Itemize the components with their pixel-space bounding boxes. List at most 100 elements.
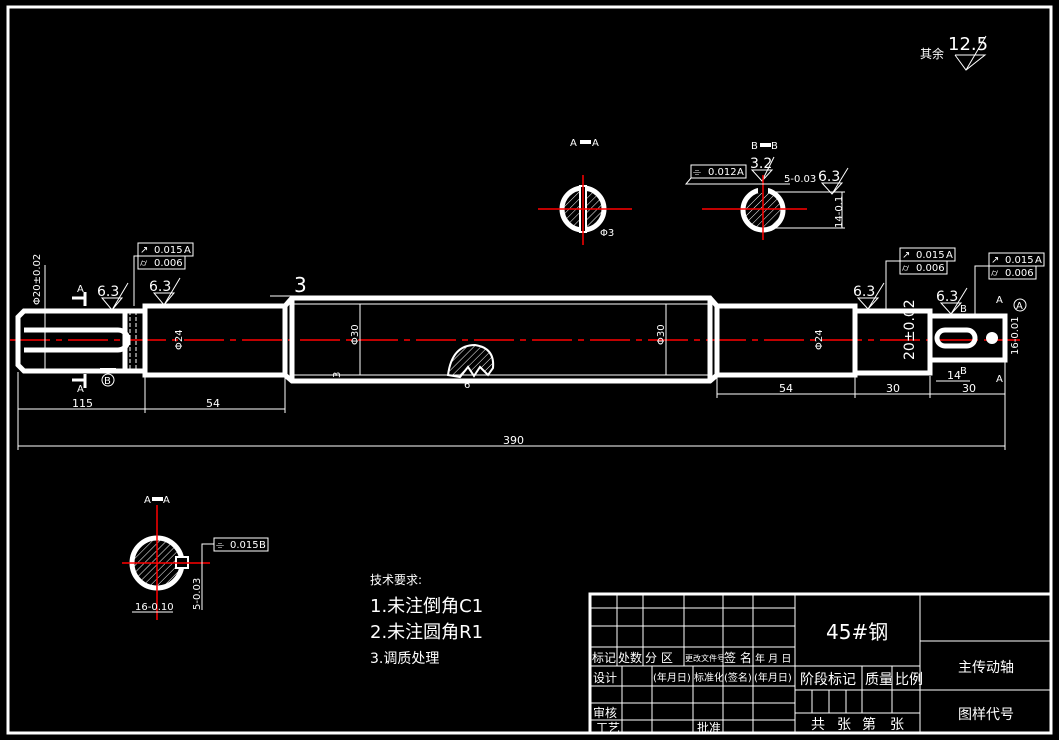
shaft-main-view — [15, 295, 1008, 384]
drawing-label: 30 — [962, 382, 976, 395]
chamfer-label: 3 — [294, 273, 307, 297]
tech-req-item: 1.未注倒角C1 — [370, 596, 483, 617]
tb-mass: 质量 — [865, 672, 893, 688]
drawing-label: A — [996, 374, 1003, 385]
tb-approve: 批准 — [697, 720, 721, 735]
drawing-label: 14-0.1 — [834, 196, 845, 228]
section-view-b-b: B B ⌯ 0.012 A 5-0.03 14-0.1 — [684, 141, 845, 240]
drawing-line — [152, 497, 163, 501]
section-view-a-a-lower: A A ⌯ 0.015 B 5-0.03 16-0.10 — [122, 495, 269, 620]
drawing-label: 54 — [206, 397, 220, 410]
drawing-label: A — [144, 495, 151, 506]
drawing-line — [760, 143, 771, 147]
drawing-line — [72, 374, 87, 388]
tb-zone: 分 区 — [645, 651, 673, 665]
drawing-line — [899, 260, 948, 275]
center-hole — [986, 332, 998, 344]
drawing-label: A — [592, 138, 599, 149]
section-view-a-a: A A Φ3 — [538, 138, 632, 245]
drawing-label: Φ30 — [656, 324, 667, 345]
drawing-label: B — [751, 141, 758, 152]
tb-part-name: 主传动轴 — [958, 660, 1014, 676]
drawing-line — [856, 282, 885, 310]
tb-date: 年 月 日 — [755, 652, 791, 665]
drawing-label: 30 — [886, 382, 900, 395]
tb-count: 处数 — [618, 650, 642, 665]
drawing-label: ⌯ — [693, 167, 701, 178]
general-roughness: 其余 12.5 — [920, 34, 988, 71]
drawing-line — [974, 265, 989, 315]
drawing-label: 16-0.01 — [1010, 316, 1021, 355]
drawing-label: 0.015 — [916, 250, 945, 261]
drawing-line — [954, 35, 987, 71]
drawing-label: ↗ — [991, 255, 999, 266]
drawing-line — [100, 282, 129, 311]
tb-material: 45#钢 — [826, 620, 888, 644]
title-block: 标记 处数 分 区 更改文件号 签 名 年 月 日 设计 (年月日) 标准化 (… — [588, 592, 1053, 735]
shaft-segment-keyed-end — [15, 308, 128, 374]
drawing-label: Φ20±0.02 — [32, 254, 43, 305]
section-markers: A A B B B A A A — [72, 284, 1027, 395]
drawing-label: 3.2 — [750, 156, 772, 172]
drawing-label: 0.006 — [154, 258, 183, 269]
drawing-line — [988, 265, 1037, 280]
drawing-label: 5-0.03 — [784, 174, 816, 185]
drawing-label: (年月日) — [653, 671, 691, 684]
drawing-line — [580, 140, 591, 144]
drawing-line — [939, 287, 968, 315]
drawing-label: A — [996, 295, 1003, 306]
drawing-label: Φ3 — [600, 228, 614, 239]
tb-drawing-code: 图样代号 — [958, 707, 1014, 723]
drawing-label: ↗ — [902, 250, 910, 261]
drawing-label: A — [1035, 255, 1042, 266]
drawing-label: (签名) — [724, 671, 752, 684]
drawing-label: B — [960, 304, 967, 315]
tb-scale: 比例 — [895, 672, 923, 688]
drawing-label: A — [163, 495, 170, 506]
drawing-label: 6.3 — [936, 289, 958, 305]
tech-req-item: 2.未注圆角R1 — [370, 622, 483, 643]
tolerance-frame-left: ↗ 0.015 A ⌭ 0.006 — [133, 242, 194, 306]
drawing-label: 6.3 — [853, 284, 875, 300]
drawing-line — [201, 543, 214, 610]
drawing-line — [684, 177, 790, 185]
drawing-line — [1013, 298, 1027, 312]
tb-change-doc: 更改文件号 — [685, 653, 725, 663]
roughness-value: 12.5 — [948, 34, 988, 55]
drawing-label: ↗ — [140, 245, 148, 256]
drawing-label: B — [259, 540, 266, 551]
drawing-label: 6.3 — [149, 279, 171, 295]
drawing-label: 第 — [862, 716, 876, 733]
drawing-label: A — [737, 167, 744, 178]
drawing-label: 3 — [332, 372, 343, 378]
tb-standard: 标准化 — [694, 671, 724, 684]
drawing-label: 张 — [890, 717, 904, 733]
technical-requirements: 技术要求: 1.未注倒角C1 2.未注圆角R1 3.调质处理 — [370, 573, 483, 667]
shaft-segment-end — [927, 313, 1008, 363]
drawing-line — [152, 277, 181, 306]
drawing-label: 54 — [779, 382, 793, 395]
roughness-marks: 6.3 6.3 6.3 6.3 6.3 3.2 — [97, 156, 968, 315]
drawing-line — [820, 167, 849, 195]
drawing-label: 6.3 — [818, 169, 840, 185]
tech-req-title: 技术要求: — [370, 573, 422, 587]
tb-stage-mark: 阶段标记 — [800, 672, 856, 688]
drawing-label: ⌭ — [902, 263, 910, 274]
tech-req-item: 3.调质处理 — [370, 651, 439, 667]
tolerance-frame-right-2: ↗ 0.015 A ⌭ 0.006 — [974, 252, 1045, 315]
drawing-label: 0.012 — [708, 167, 737, 178]
drawing-label: 0.015 — [1005, 255, 1034, 266]
tb-review: 审核 — [593, 705, 617, 720]
drawing-label: B — [104, 376, 111, 387]
drawing-line — [885, 260, 900, 310]
drawing-label: 6.3 — [97, 284, 119, 300]
drawing-label: 16-0.10 — [135, 602, 174, 613]
drawing-line — [588, 592, 1053, 735]
drawing-line — [133, 255, 138, 306]
tb-process: 工艺 — [596, 721, 620, 735]
dimensions: 115 54 54 30 30 14 390 Φ20±0.02 Φ24 Φ30 … — [17, 254, 1021, 450]
drawing-label: 0.015 — [154, 245, 183, 256]
drawing-label: Φ24 — [814, 329, 825, 350]
drawing-label: B — [960, 366, 967, 377]
drawing-line — [750, 156, 775, 182]
